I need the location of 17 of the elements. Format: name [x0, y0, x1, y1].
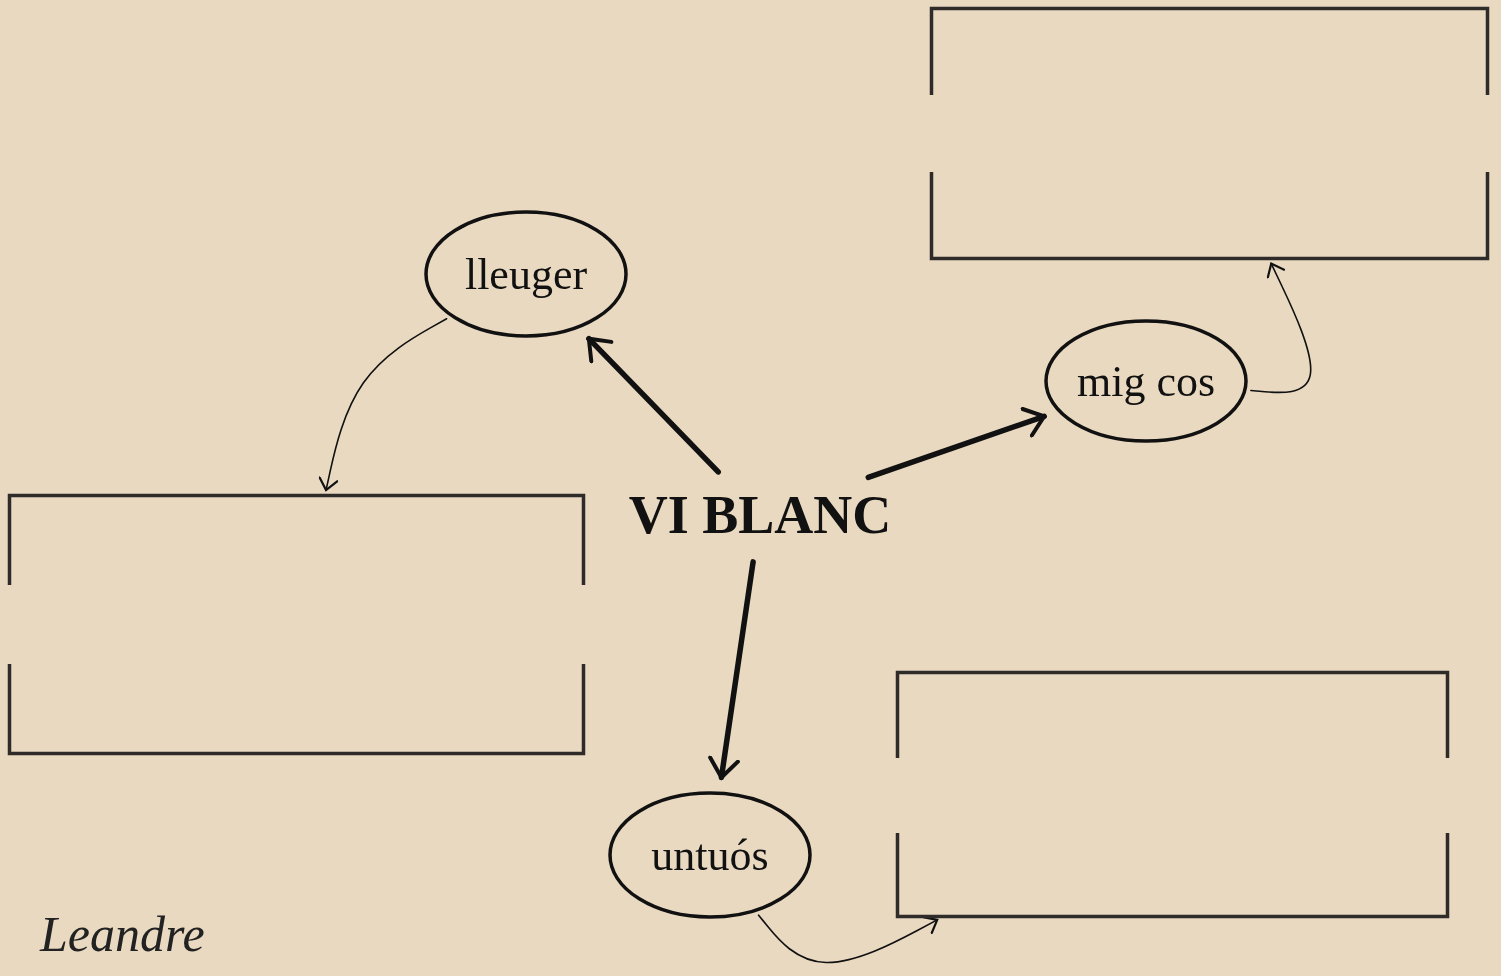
node-label: mig cos — [1076, 355, 1216, 407]
ellipse-node — [1044, 319, 1248, 443]
arrow — [865, 407, 1047, 481]
arrow — [586, 335, 721, 475]
signature-text: Leandre — [40, 905, 205, 963]
arrow — [1250, 262, 1312, 394]
arrow — [757, 914, 939, 964]
arrow — [318, 317, 448, 492]
node-label: lleuger — [464, 248, 588, 300]
bracket-frame — [930, 7, 1489, 260]
title-text: VI BLANC — [628, 484, 892, 546]
bracket-frame — [896, 671, 1449, 918]
ellipse-node — [608, 791, 812, 919]
arrow — [708, 559, 756, 781]
ellipse-node — [424, 210, 628, 338]
bracket-frame — [8, 494, 585, 755]
node-label: untuós — [651, 829, 769, 881]
